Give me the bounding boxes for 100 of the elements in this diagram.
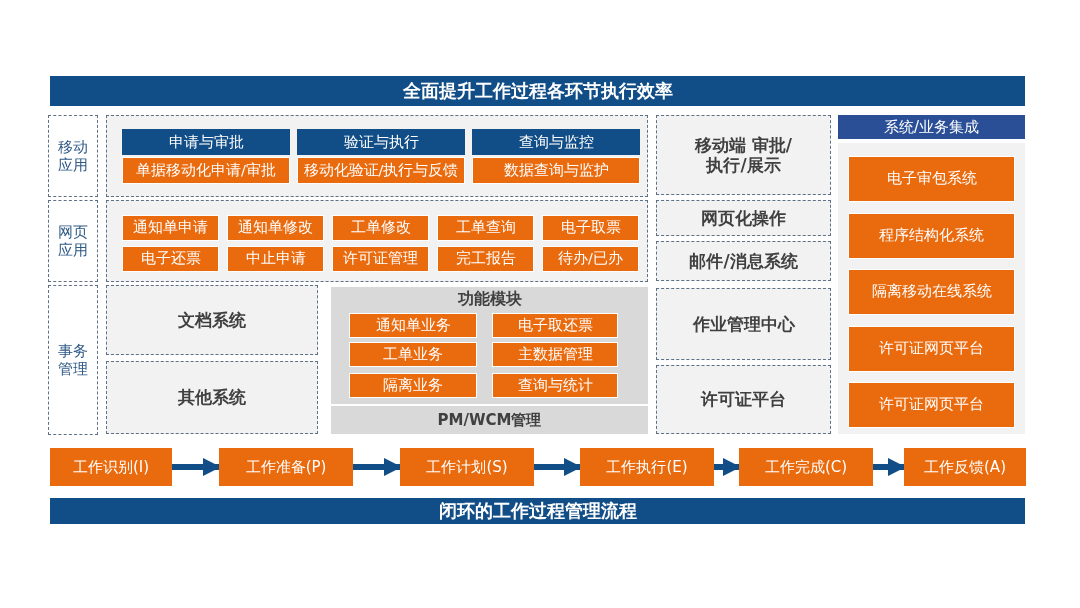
node-label: 移动端 审批/执行/展示 — [693, 134, 794, 176]
node-label: 文档系统 — [178, 309, 246, 331]
node-label: 移动应用 — [57, 138, 89, 174]
header-box — [472, 129, 640, 155]
header-box — [297, 129, 465, 155]
node-label: 待办/已办 — [558, 250, 623, 268]
function-box — [472, 157, 640, 184]
node-label: 主数据管理 — [517, 345, 593, 364]
node-label: 通知单业务 — [375, 316, 451, 335]
node-label: 查询与监控 — [518, 133, 594, 151]
node-label: 全面提升工作过程各环节执行效率 — [402, 80, 673, 102]
node-label: 查询与统计 — [517, 376, 593, 395]
node-label: 申请与审批 — [168, 133, 244, 151]
category-label-box — [48, 285, 98, 435]
function-box — [492, 313, 618, 338]
node-label: 电子审包系统 — [886, 170, 977, 188]
flow-arrow — [172, 458, 221, 476]
process-box — [219, 448, 353, 486]
header-box — [122, 129, 290, 155]
node-label: 许可证网页平台 — [879, 396, 984, 414]
node-label: 事务管理 — [57, 342, 89, 378]
node-label: 电子还票 — [140, 250, 201, 268]
node-label: 通知单修改 — [238, 219, 313, 237]
node-label: 工作反馈(A) — [924, 458, 1006, 476]
dashed-group-area — [106, 200, 648, 282]
node-label: 完工报告 — [455, 250, 516, 268]
function-box — [848, 382, 1015, 428]
node-label: 数据查询与监护 — [503, 161, 609, 180]
node-label: 程序结构化系统 — [879, 226, 984, 245]
management-bar — [331, 406, 648, 434]
function-box — [437, 246, 534, 272]
process-box — [739, 448, 873, 486]
system-box — [656, 365, 831, 434]
node-label: 工作完成(C) — [764, 458, 848, 476]
function-box — [848, 325, 1015, 372]
node-label: 移动化验证/执行与反馈 — [303, 161, 459, 180]
node-label: 工单查询 — [455, 219, 516, 237]
system-box — [656, 288, 831, 360]
system-box — [656, 241, 831, 281]
system-box — [656, 200, 831, 236]
function-box — [542, 246, 639, 272]
function-box — [437, 215, 534, 241]
function-box — [297, 157, 465, 184]
panel-header: 系统/业务集成 — [838, 115, 1025, 143]
node-label: 邮件/消息系统 — [689, 250, 798, 272]
node-label: 单据移动化申请/审批 — [136, 161, 276, 180]
process-box — [50, 448, 172, 486]
process-box — [904, 448, 1026, 486]
node-label: PM/WCM管理 — [437, 411, 542, 429]
system-box — [656, 115, 831, 195]
node-label: 中止申请 — [245, 250, 306, 268]
module-panel — [331, 287, 648, 404]
flow-arrow — [353, 458, 402, 476]
node-label: 工作识别(I) — [72, 458, 150, 476]
node-label: 作业管理中心 — [692, 313, 795, 335]
node-label: 电子取还票 — [517, 316, 593, 335]
banner-bar — [50, 76, 1025, 106]
node-label: 隔离移动在线系统 — [871, 283, 992, 301]
node-label: 工作执行(E) — [606, 458, 688, 476]
flow-arrow — [714, 458, 741, 476]
function-box — [848, 269, 1015, 315]
node-label: 隔离业务 — [383, 376, 443, 395]
node-label: 其他系统 — [178, 387, 246, 408]
node-label: 闭环的工作过程管理流程 — [438, 500, 637, 522]
category-label-box — [48, 115, 98, 197]
node-label: 验证与执行 — [343, 133, 419, 151]
node-label: 工单修改 — [350, 219, 411, 237]
node-label: 许可证管理 — [343, 250, 418, 268]
function-box — [492, 342, 618, 367]
node-label: 工作准备(P) — [245, 458, 327, 476]
function-box — [349, 313, 477, 338]
function-box — [227, 246, 324, 272]
node-label: 许可证平台 — [701, 389, 786, 410]
category-label-box — [48, 200, 98, 282]
function-box — [542, 215, 639, 241]
function-box — [122, 215, 219, 241]
system-box — [106, 285, 318, 355]
node-label: 许可证网页平台 — [879, 339, 984, 358]
function-box — [349, 373, 477, 398]
node-label: 网页化操作 — [701, 207, 786, 229]
node-label: 通知单申请 — [133, 219, 208, 237]
function-box — [332, 246, 429, 272]
process-box — [580, 448, 714, 486]
function-box — [122, 246, 219, 272]
function-box — [492, 373, 618, 398]
function-box — [848, 212, 1015, 259]
flow-arrow — [873, 458, 906, 476]
dashed-group-area — [106, 115, 648, 197]
node-label: 工作计划(S) — [426, 458, 508, 476]
integration-panel — [838, 115, 1025, 434]
function-box — [332, 215, 429, 241]
node-label: 电子取票 — [560, 219, 621, 237]
banner-bar — [50, 498, 1025, 524]
node-label: 功能模块 — [457, 289, 522, 309]
function-box — [122, 157, 290, 184]
function-box — [848, 156, 1015, 202]
system-box — [106, 361, 318, 434]
function-box — [227, 215, 324, 241]
node-label: 工单业务 — [383, 345, 443, 364]
function-box — [349, 342, 477, 367]
